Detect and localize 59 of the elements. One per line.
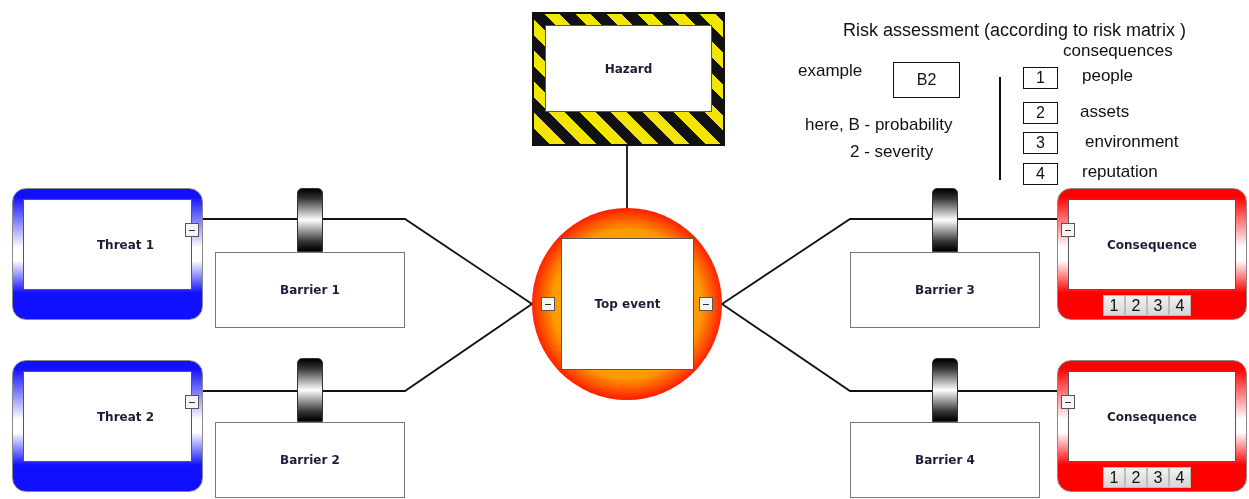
- node-label: Threat 1: [96, 237, 155, 252]
- legend-text: people: [1082, 66, 1134, 86]
- node-label: 4: [1036, 165, 1045, 183]
- legend-text: reputation: [1082, 162, 1158, 182]
- node-label: Barrier 2: [280, 453, 340, 467]
- node-label: 1: [1036, 69, 1045, 87]
- score-box: [1103, 295, 1125, 316]
- barrier-box: [850, 422, 1040, 498]
- hazard-sign-box: [532, 12, 725, 146]
- node-label: Hazard: [604, 62, 653, 76]
- node-label: Barrier 1: [280, 283, 340, 297]
- score-box: [1125, 295, 1147, 316]
- threat-card: [12, 188, 203, 320]
- legend-text: assets: [1080, 102, 1130, 122]
- legend-text: Risk assessment (according to risk matrix ): [843, 20, 1187, 41]
- barrier-box: [850, 252, 1040, 328]
- node-label: 2: [1131, 296, 1141, 315]
- connector-line: [626, 145, 628, 209]
- node-label: B2: [916, 71, 937, 89]
- node-label: 3: [1153, 468, 1163, 487]
- score-box: [1147, 467, 1169, 488]
- legend-text: 2 - severity: [850, 142, 934, 162]
- key-box: [893, 62, 960, 98]
- key-box: [1023, 132, 1058, 154]
- connector-line: [721, 218, 1058, 305]
- connector-line: [202, 303, 533, 392]
- node-label: 4: [1175, 296, 1185, 315]
- score-box: [1125, 467, 1147, 488]
- legend-text: consequences: [1063, 41, 1173, 61]
- score-box: [1147, 295, 1169, 316]
- node-label: Threat 2: [96, 409, 155, 424]
- node-label: 3: [1036, 134, 1045, 152]
- node-label: 4: [1175, 468, 1185, 487]
- legend-text: example: [798, 61, 863, 81]
- score-box: [1169, 295, 1191, 316]
- key-box: [1023, 163, 1058, 185]
- connector-line: [202, 218, 533, 305]
- node-label: Barrier 4: [915, 453, 975, 467]
- legend-text: environment: [1085, 132, 1179, 152]
- node-label: 1: [1109, 468, 1119, 487]
- threat-card: [12, 360, 203, 492]
- key-box: [1023, 102, 1058, 124]
- node-label: 3: [1153, 296, 1163, 315]
- node-label: Consequence: [1107, 409, 1197, 424]
- barrier-box: [215, 252, 405, 328]
- consequence-card: [1057, 188, 1247, 320]
- score-box: [1169, 467, 1191, 488]
- score-box: [1103, 467, 1125, 488]
- barrier-box: [215, 422, 405, 498]
- connector-line: [721, 303, 1058, 392]
- key-box: [1023, 67, 1058, 89]
- legend-text: here, B - probability: [805, 115, 953, 135]
- node-label: 1: [1109, 296, 1119, 315]
- node-label: Barrier 3: [915, 283, 975, 297]
- node-label: 2: [1131, 468, 1141, 487]
- node-label: Top event: [594, 297, 661, 311]
- node-label: Consequence: [1107, 237, 1197, 252]
- node-label: 2: [1036, 104, 1045, 122]
- consequence-card: [1057, 360, 1247, 492]
